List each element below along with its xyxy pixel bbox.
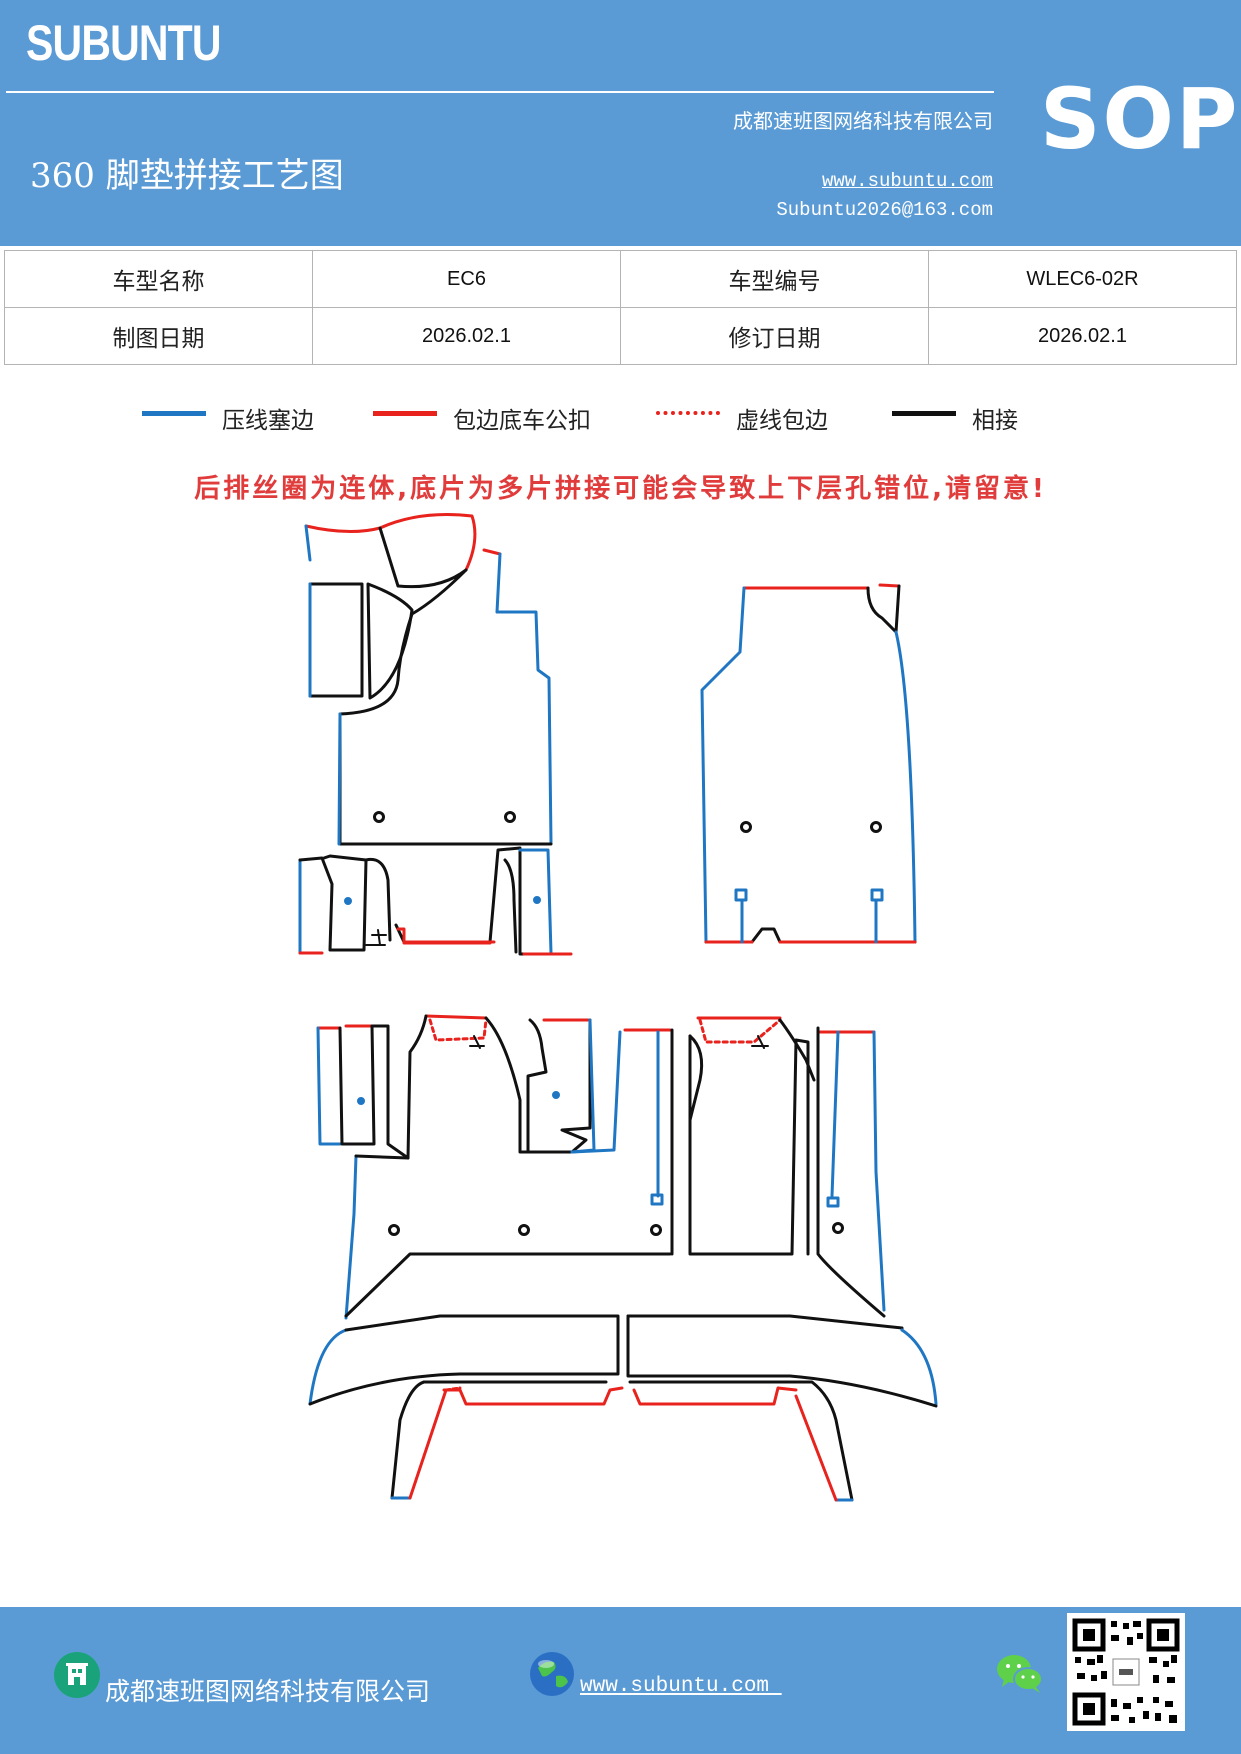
legend-label: 相接 [972, 408, 1018, 434]
model-name-label: 车型名称 [4, 250, 313, 308]
red-line-swatch [373, 411, 437, 416]
footer-company-name: 成都速班图网络科技有限公司 [105, 1677, 431, 1706]
warning-note: 后排丝圈为连体,底片为多片拼接可能会导致上下层孔错位,请留意! [194, 474, 1047, 504]
website-link[interactable]: www.subuntu.com [821, 170, 993, 192]
vehicle-info-table: 车型名称 EC6 车型编号 WLEC6-02R 制图日期 2026.02.1 修… [4, 250, 1237, 365]
legend-label: 虚线包边 [736, 408, 828, 434]
revision-date-value: 2026.02.1 [928, 307, 1237, 365]
header-banner: SUBUNTU 成都速班图网络科技有限公司 360 脚垫拼接工艺图 www.su… [0, 0, 1241, 246]
black-line-swatch [892, 411, 956, 416]
table-row: 车型名称 EC6 车型编号 WLEC6-02R [4, 250, 1237, 308]
revision-date-label: 修订日期 [620, 307, 929, 365]
rear-mat-upper [316, 1014, 886, 1320]
sop-badge: SOP [1040, 70, 1240, 168]
draw-date-value: 2026.02.1 [312, 307, 621, 365]
qr-code[interactable] [1067, 1613, 1185, 1731]
legend-label: 压线塞边 [222, 408, 314, 434]
blue-line-swatch [142, 411, 206, 416]
draw-date-label: 制图日期 [4, 307, 313, 365]
email-address: Subuntu2026@163.com [776, 199, 993, 221]
footer-website-link[interactable]: www.subuntu.com [580, 1675, 782, 1698]
building-icon [54, 1652, 100, 1698]
footer-banner: 成都速班图网络科技有限公司 www.subuntu.com [0, 1607, 1241, 1754]
red-dotted-swatch [656, 411, 720, 415]
legend-label: 包边底车公扣 [453, 408, 591, 434]
wechat-icon[interactable] [994, 1651, 1046, 1697]
floor-mat-diagram [298, 513, 938, 1502]
brand-logo: SUBUNTU [26, 15, 222, 71]
rear-mat-lower [308, 1314, 938, 1502]
company-name: 成都速班图网络科技有限公司 [733, 109, 993, 133]
driver-mat [298, 513, 573, 956]
passenger-mat [700, 583, 917, 944]
model-code-value: WLEC6-02R [928, 250, 1237, 308]
page-title: 360 脚垫拼接工艺图 [30, 156, 344, 196]
globe-icon [528, 1650, 576, 1698]
table-row: 制图日期 2026.02.1 修订日期 2026.02.1 [4, 307, 1237, 365]
model-code-label: 车型编号 [620, 250, 929, 308]
header-divider [6, 91, 994, 93]
model-name-value: EC6 [312, 250, 621, 308]
